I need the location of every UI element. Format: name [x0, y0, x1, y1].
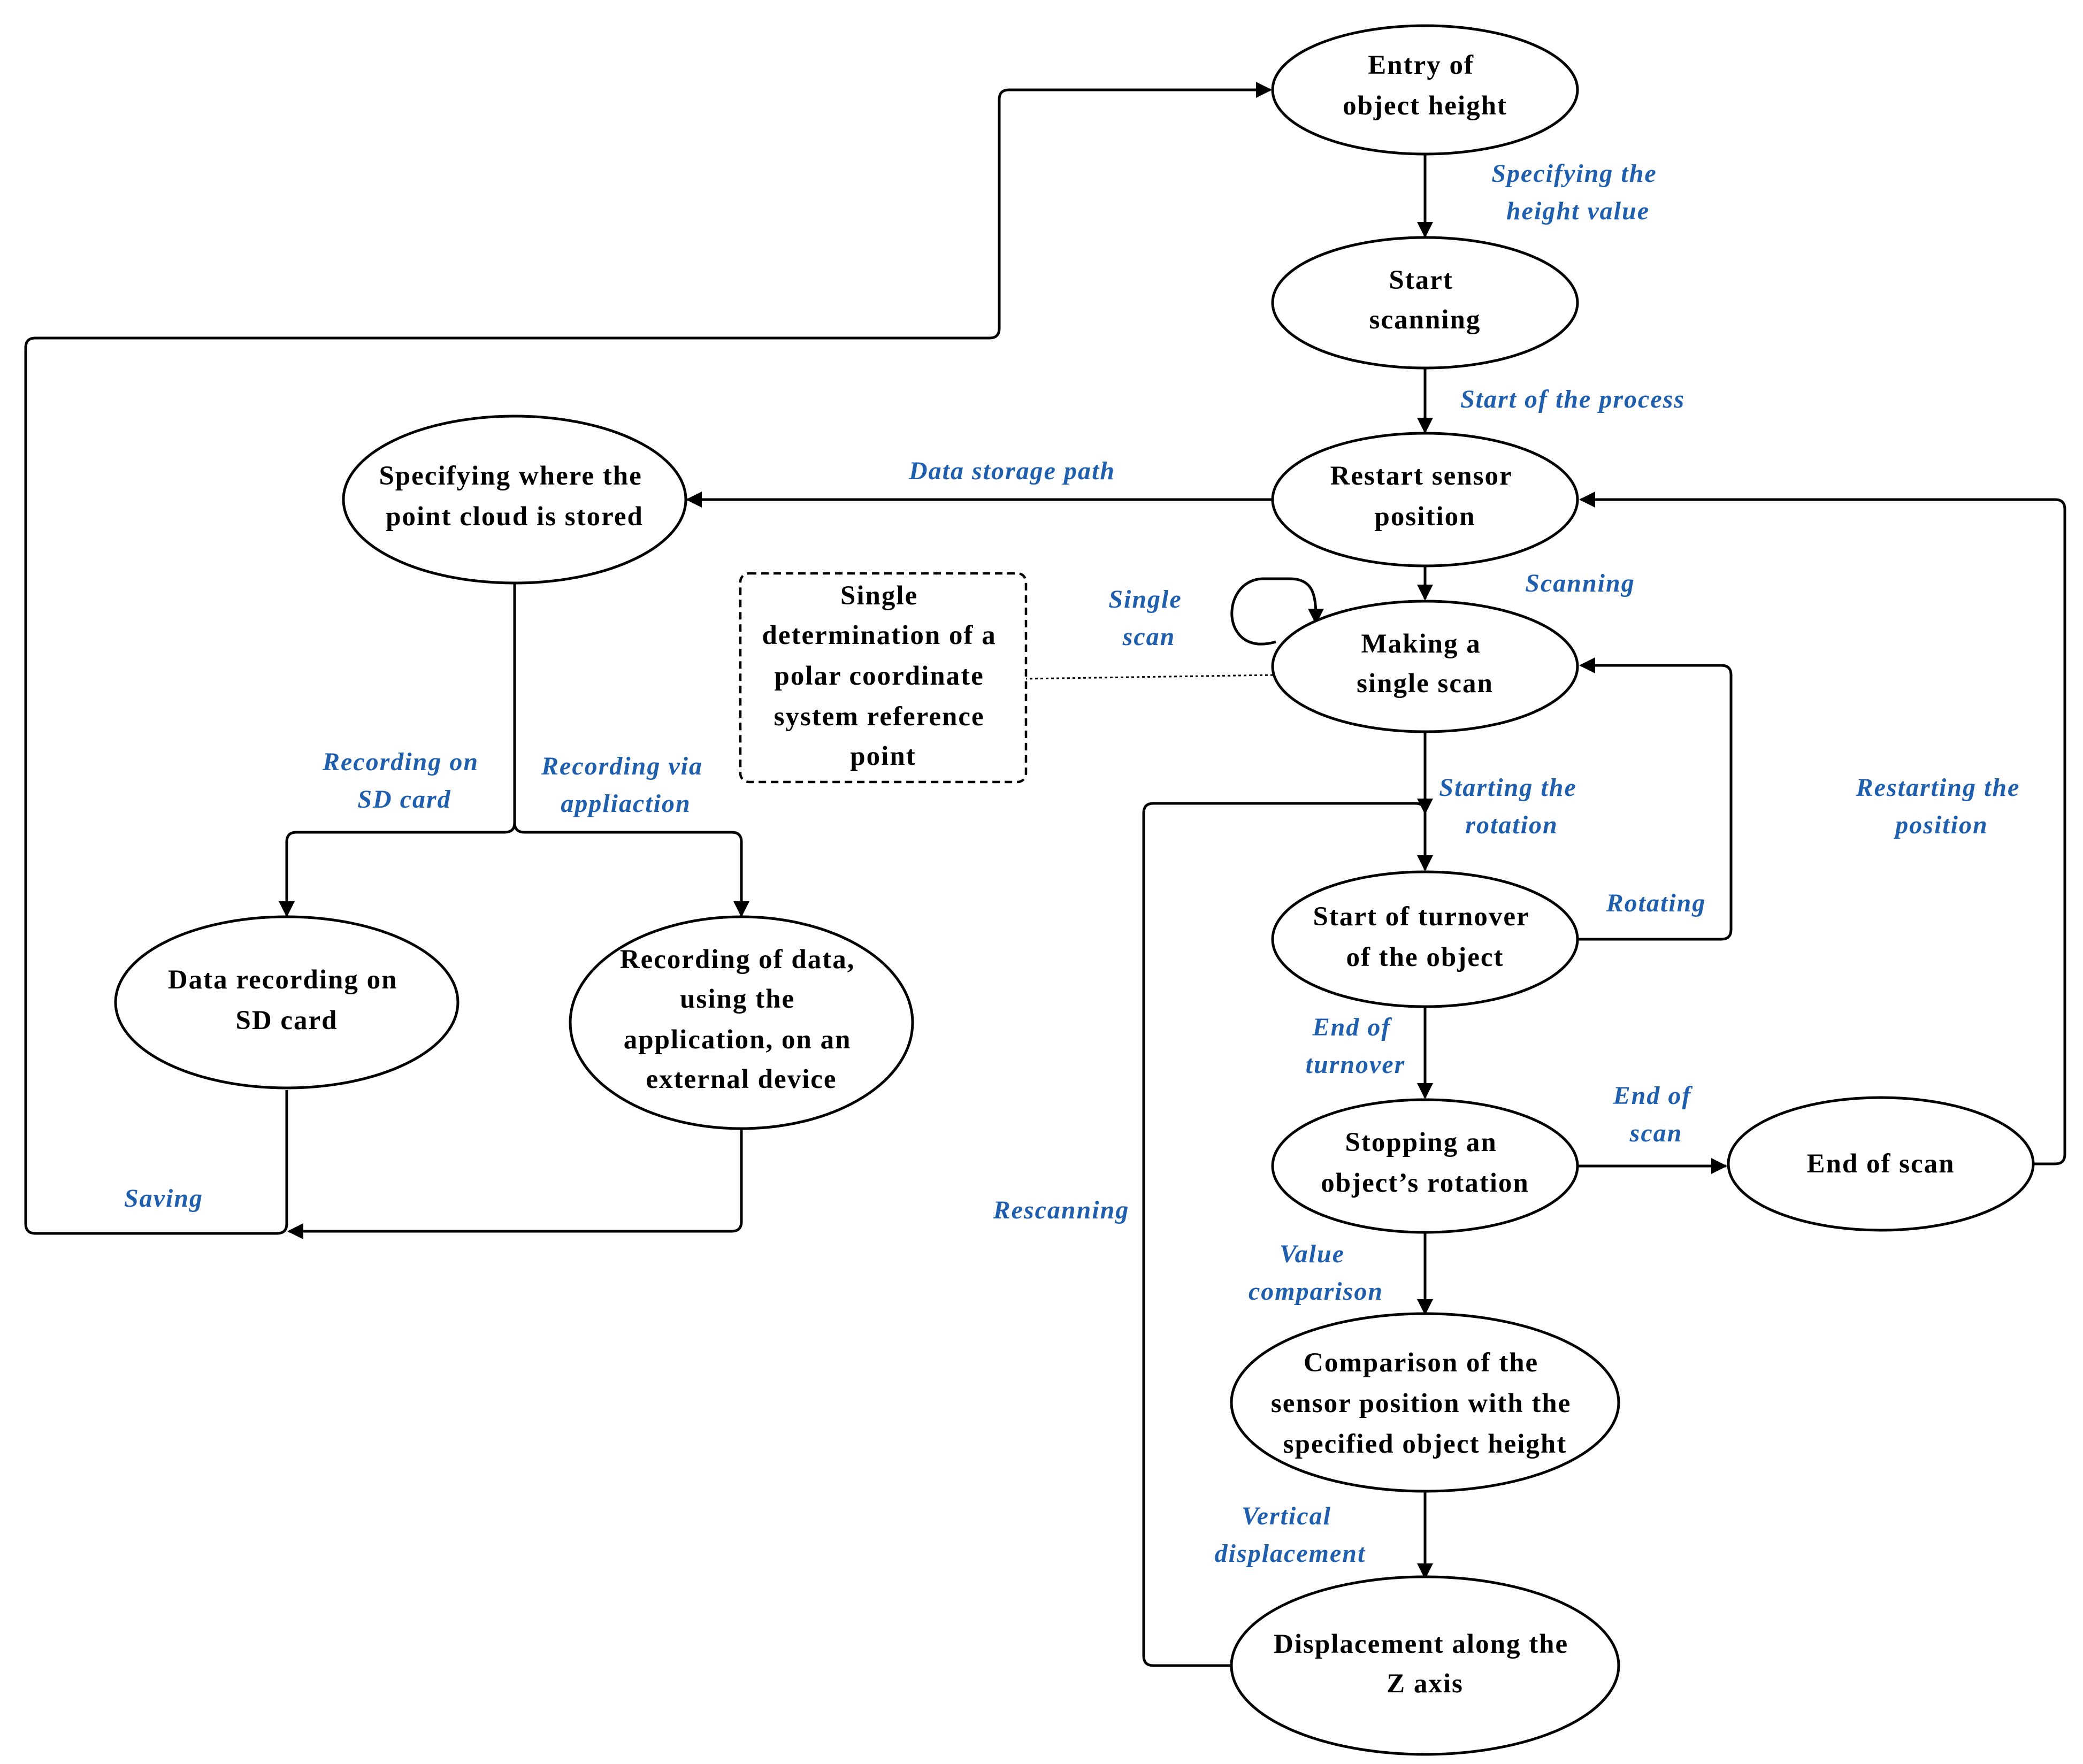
edge-sdcard-saving — [24, 82, 1272, 1235]
node-sdcard-text: Data recording on SD card — [168, 965, 405, 1036]
node-displacement — [1230, 1575, 1620, 1756]
node-displacement-text: Displacement along the Z axis — [1274, 1629, 1576, 1699]
label-value-comparison: Value comparison — [1249, 1240, 1383, 1306]
label-single-scan: Single scan — [1108, 585, 1189, 651]
node-stopping-text: Stopping an object’s rotation — [1321, 1128, 1529, 1198]
node-making-text: Making a single scan — [1357, 629, 1494, 699]
node-note — [739, 572, 1028, 784]
node-restart-text: Restart sensor position — [1330, 461, 1520, 532]
edge-specify-to-recapp — [513, 822, 749, 917]
node-entry — [1271, 24, 1579, 156]
label-recording-sd: Recording on SD card — [322, 748, 486, 814]
node-recapp — [569, 915, 914, 1130]
label-end-scan: End of scan — [1613, 1082, 1699, 1147]
node-specify — [342, 415, 687, 585]
node-comparison — [1230, 1312, 1620, 1493]
label-rescanning: Rescanning — [993, 1196, 1130, 1224]
node-comparison-text: Comparison of the sensor position with t… — [1271, 1348, 1579, 1459]
label-scanning: Scanning — [1525, 569, 1635, 597]
label-data-storage: Data storage path — [908, 457, 1115, 485]
label-saving: Saving — [124, 1184, 203, 1213]
node-restart — [1271, 432, 1579, 567]
node-note-text: Single determination of a polar coordina… — [762, 581, 1004, 771]
label-rotating: Rotating — [1606, 889, 1706, 917]
label-start-process: Start of the process — [1460, 385, 1685, 413]
node-endscan-text: End of scan — [1806, 1149, 1955, 1179]
label-end-turnover: End of turnover — [1306, 1013, 1406, 1079]
edge-making-to-note — [1025, 674, 1274, 680]
label-starting-rotation: Starting the rotation — [1439, 773, 1584, 839]
node-endscan — [1727, 1096, 2035, 1232]
label-recording-app: Recording via appliaction — [541, 752, 710, 818]
label-specifying-height: Specifying the height value — [1491, 159, 1664, 225]
edge-making-self-loop — [1230, 577, 1324, 646]
node-stopping — [1271, 1098, 1579, 1234]
node-turnover-text: Start of turnover of the object — [1313, 902, 1537, 972]
edge-turnover-rotating — [1578, 657, 1733, 941]
label-restarting-position: Restarting the position — [1856, 773, 2028, 839]
node-start — [1271, 236, 1579, 370]
edge-endscan-restart — [1579, 492, 2066, 1165]
node-making — [1271, 600, 1579, 733]
edge-recapp-to-saving — [287, 1130, 743, 1239]
node-specify-text: Specifying where the point cloud is stor… — [379, 461, 650, 532]
node-turnover — [1271, 870, 1579, 1008]
label-vertical-displacement: Vertical displacement — [1215, 1502, 1366, 1568]
edge-displacement-rescanning — [1142, 798, 1433, 1667]
node-sdcard — [114, 915, 460, 1090]
node-entry-text: Entry of object height — [1343, 50, 1507, 121]
node-start-text: Start scanning — [1369, 265, 1481, 335]
node-recapp-text: Recording of data, using the application… — [620, 945, 863, 1094]
